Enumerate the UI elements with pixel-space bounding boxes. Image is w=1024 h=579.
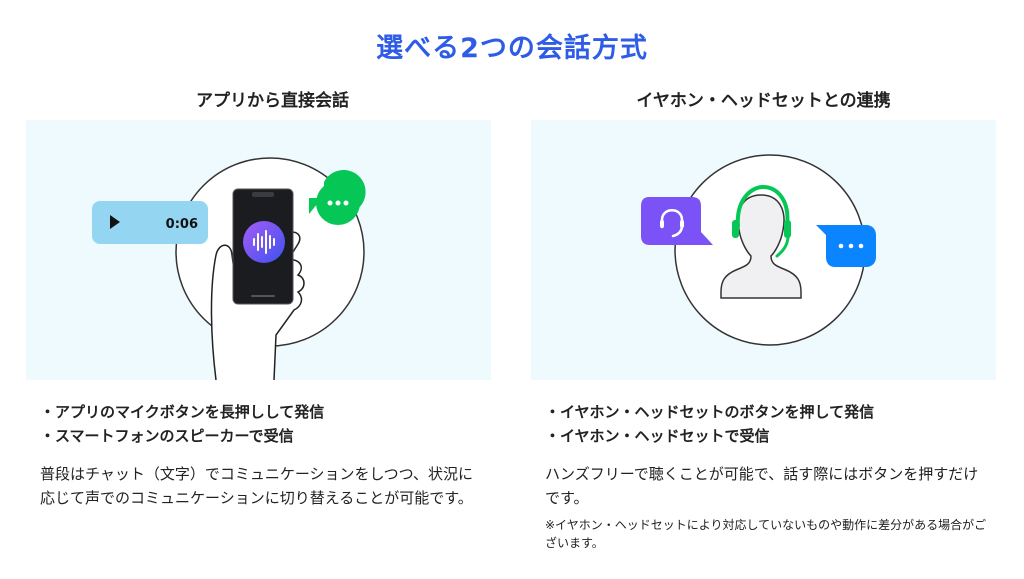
bullet-item: ・アプリのマイクボタンを長押しして発信 <box>40 403 325 421</box>
phone-icon <box>232 188 294 305</box>
bullet-item: ・イヤホン・ヘッドセットで受信 <box>545 427 770 445</box>
bullet-item: ・スマートフォンのスピーカーで受信 <box>40 427 294 445</box>
bullet-item: ・イヤホン・ヘッドセットのボタンを押して発信 <box>545 403 875 421</box>
left-description: 普段はチャット（文字）でコミュニケーションをしつつ、状況に応じて声でのコミュニケ… <box>40 465 474 507</box>
left-bullet-list: ・アプリのマイクボタンを長押しして発信 ・スマートフォンのスピーカーで受信 <box>40 400 324 448</box>
right-description: ハンズフリーで聴くことが可能で、話す際にはボタンを押すだけです。 <box>545 465 979 507</box>
headset-illustration <box>531 120 996 380</box>
voice-message-bubble <box>92 201 208 244</box>
person-icon <box>720 194 802 299</box>
page-title: 選べる2つの会話方式 <box>376 33 648 64</box>
right-note: ※イヤホン・ヘッドセットにより対応していないものや動作に差分がある場合がございま… <box>545 518 987 550</box>
app-talk-illustration: 0:06 <box>26 120 491 380</box>
support-bubble-icon <box>641 197 713 245</box>
headset-icon <box>732 184 791 258</box>
voice-duration: 0:06 <box>166 217 198 232</box>
chat-bubble-icon <box>816 225 876 267</box>
right-heading: イヤホン・ヘッドセットとの連携 <box>636 91 891 111</box>
chat-bubble-icon <box>309 170 366 225</box>
play-icon <box>110 215 120 229</box>
left-heading: アプリから直接会話 <box>196 91 349 111</box>
right-bullet-list: ・イヤホン・ヘッドセットのボタンを押して発信 ・イヤホン・ヘッドセットで受信 <box>545 400 874 448</box>
